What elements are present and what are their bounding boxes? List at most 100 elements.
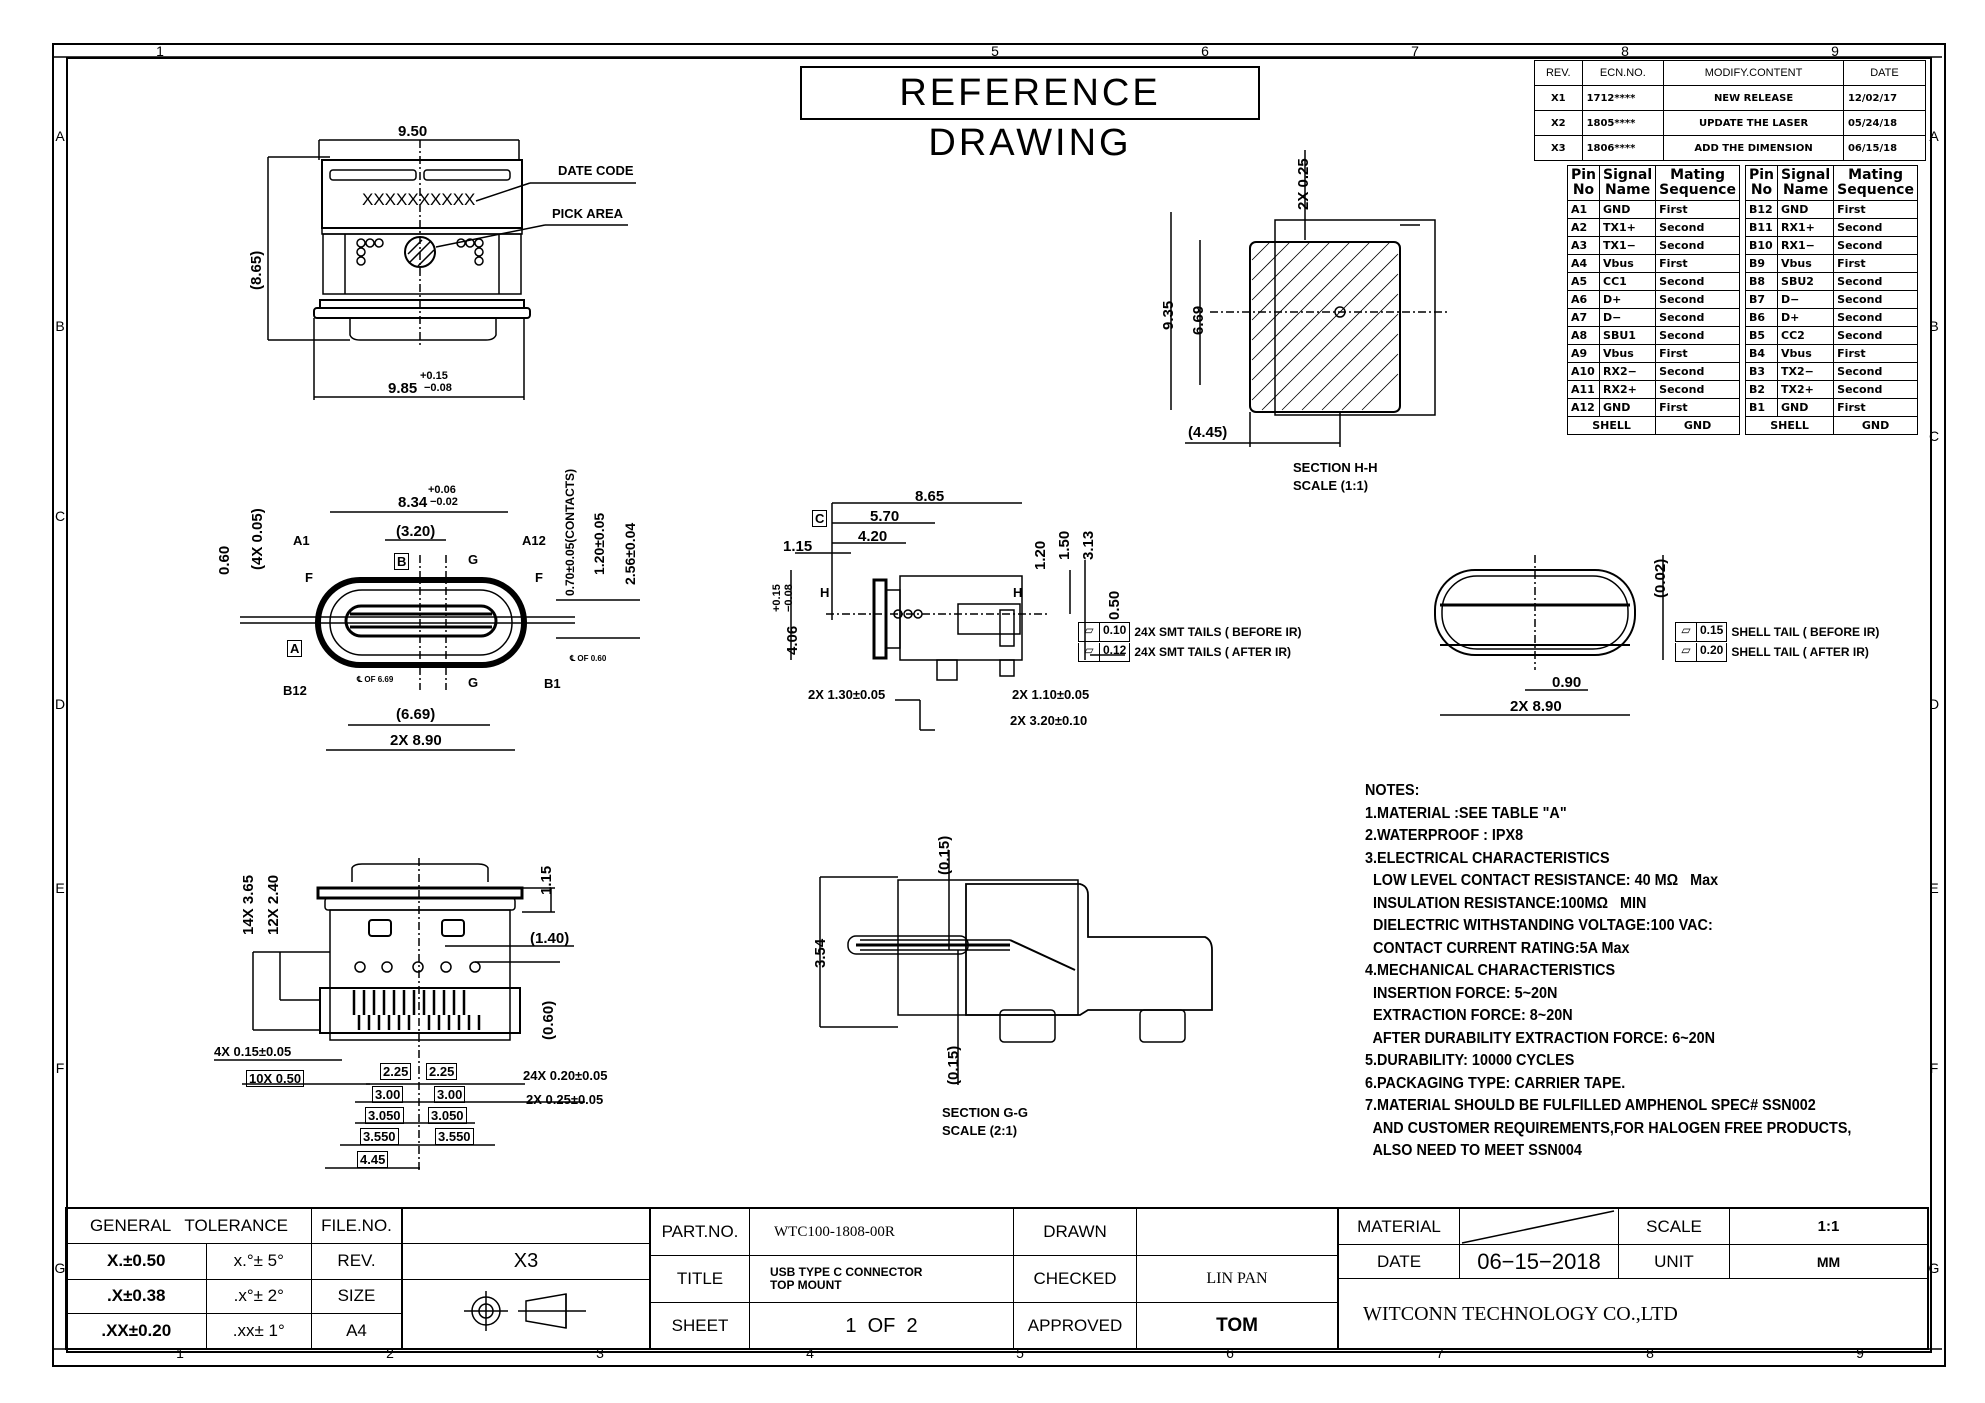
section-g-bottom: G: [468, 675, 479, 690]
dim-4x005: (4X 0.05): [249, 508, 266, 570]
ecn-cell: 1806****: [1581, 135, 1665, 161]
tol-minus: −0.08: [783, 584, 795, 612]
dim-width-950: 9.50: [398, 123, 428, 140]
zone-top-9: 9: [1831, 43, 1839, 59]
front-view-drawing: [240, 511, 640, 751]
zone-bottom-2: 2: [386, 1345, 394, 1361]
revision-header-row: REV. ECN.NO. MODIFY.CONTENT DATE: [1534, 60, 1927, 86]
zone-top-5: 5: [991, 43, 999, 59]
mating-sequence: Second: [1833, 290, 1918, 309]
mating-sequence: First: [1655, 398, 1740, 417]
datum-b: B: [394, 553, 410, 570]
dim-570: 5.70: [870, 508, 900, 525]
date-cell: 06/15/18: [1842, 135, 1927, 161]
approved-value: TOM: [1136, 1302, 1338, 1350]
ecn-cell: 1805****: [1581, 110, 1665, 136]
mating-sequence: Second: [1655, 326, 1740, 345]
size-value: A4: [310, 1313, 403, 1349]
tolerance-block: GENERAL TOLERANCE FILE.NO. X.±0.50 x.°± …: [66, 1208, 403, 1349]
zone-top-1: 1: [156, 43, 164, 59]
dim-120: 1.20: [1032, 540, 1049, 570]
zone-left-a: A: [55, 128, 65, 144]
note-line: DIELECTRIC WITHSTANDING VOLTAGE:100 VAC:: [1365, 917, 1713, 934]
dim-300-left: 3.00: [372, 1086, 404, 1103]
signal-name: GND: [1599, 398, 1657, 417]
pin-no: B10: [1744, 236, 1779, 255]
zone-bottom-3: 3: [596, 1345, 604, 1361]
signal-name: SBU1: [1599, 326, 1657, 345]
note-line: 5.DURABILITY: 10000 CYCLES: [1365, 1052, 1575, 1069]
side-view-drawing: [790, 502, 1125, 731]
dim-015-top: (0.15): [936, 835, 953, 875]
note-line: ALSO NEED TO MEET SSN004: [1365, 1142, 1582, 1159]
signal-name: TX2+: [1777, 380, 1835, 399]
rev-header: REV.: [1534, 60, 1583, 86]
dim-225-left: 2.25: [380, 1063, 412, 1080]
dim-060: 0.60: [216, 545, 233, 575]
fcf-text: 24X SMT TAILS ( BEFORE IR): [1134, 625, 1302, 639]
zone-right-f: F: [1929, 1060, 1939, 1076]
dim-115: 1.15: [783, 538, 813, 555]
dim-865: 8.65: [915, 488, 945, 505]
tol-linear-1: .X±0.38: [66, 1278, 207, 1315]
notes-heading: NOTES:: [1365, 782, 1420, 799]
section-f-right: F: [535, 570, 543, 585]
signal-name-header: Signal Name: [1777, 165, 1835, 201]
pin-b1-label: B1: [544, 676, 561, 691]
pin-header-row: Pin No Signal Name Mating Sequence: [1744, 165, 1918, 201]
signal-name: RX2−: [1599, 362, 1657, 381]
section-gg-title: SECTION G-G: [942, 1105, 1028, 1120]
zone-bottom-5: 5: [1016, 1345, 1024, 1361]
note-line: 1.MATERIAL :SEE TABLE "A": [1365, 804, 1567, 822]
tol-angular-2: .xx± 1°: [205, 1313, 312, 1349]
checked-label: CHECKED: [1013, 1255, 1137, 1303]
pin-no: B4: [1744, 344, 1779, 363]
drawing-title: REFERENCE DRAWING: [800, 66, 1260, 164]
material-na-slash: [1461, 1210, 1615, 1244]
dim-120: 1.20±0.05: [591, 512, 607, 575]
drawing-inner-border: [66, 57, 1932, 1353]
tol-angular-1: .x°± 2°: [205, 1278, 312, 1315]
material-company-block: MATERIAL SCALE 1:1 DATE 06−15−2018 UNIT …: [1338, 1208, 1928, 1350]
zone-bottom-9: 9: [1856, 1345, 1864, 1361]
shell-signal: GND: [1655, 416, 1740, 435]
material-label: MATERIAL: [1338, 1208, 1460, 1245]
fcf-value: 0.12: [1100, 642, 1131, 662]
zone-bottom-7: 7: [1436, 1345, 1444, 1361]
dim-2x025: 2X 0.25±0.05: [526, 1092, 604, 1107]
dim-256: 2.56±0.04: [622, 522, 638, 585]
dim-225-right: 2.25: [426, 1063, 458, 1080]
tol-plus: +0.06: [428, 484, 456, 496]
section-g-top: G: [468, 552, 479, 567]
note-line: 7.MATERIAL SHOULD BE FULFILLED AMPHENOL …: [1365, 1097, 1816, 1114]
note-line: INSERTION FORCE: 5~20N: [1365, 984, 1558, 1002]
centerline-060: ℄ OF 0.60: [570, 654, 607, 663]
dim-050: 0.50: [1106, 590, 1123, 620]
section-gg-scale: SCALE (2:1): [942, 1123, 1018, 1138]
tol-angular-0: x.°± 5°: [205, 1242, 312, 1280]
pin-no: A5: [1566, 272, 1601, 291]
scale-value: 1:1: [1729, 1208, 1928, 1245]
dim-935: 9.35: [1160, 300, 1177, 330]
fcf-value: 0.10: [1100, 622, 1131, 642]
sheet-label: SHEET: [650, 1302, 750, 1350]
projection-symbol: [402, 1278, 650, 1350]
flatness-icon: ▱: [1078, 642, 1100, 662]
pin-no: A7: [1566, 308, 1601, 327]
dim-669: 6.69: [1190, 305, 1207, 335]
zone-left-g: G: [54, 1260, 66, 1276]
mating-sequence: Second: [1833, 308, 1918, 327]
revision-projection-block: X3: [402, 1208, 650, 1350]
signal-name: SBU2: [1777, 272, 1835, 291]
fcf-text: SHELL TAIL ( AFTER IR): [1731, 645, 1869, 659]
sheet-value: 1 OF 2: [749, 1302, 1014, 1350]
signal-name: TX2−: [1777, 362, 1835, 381]
signal-name: Vbus: [1777, 254, 1835, 273]
date-value: 06−15−2018: [1459, 1244, 1619, 1279]
